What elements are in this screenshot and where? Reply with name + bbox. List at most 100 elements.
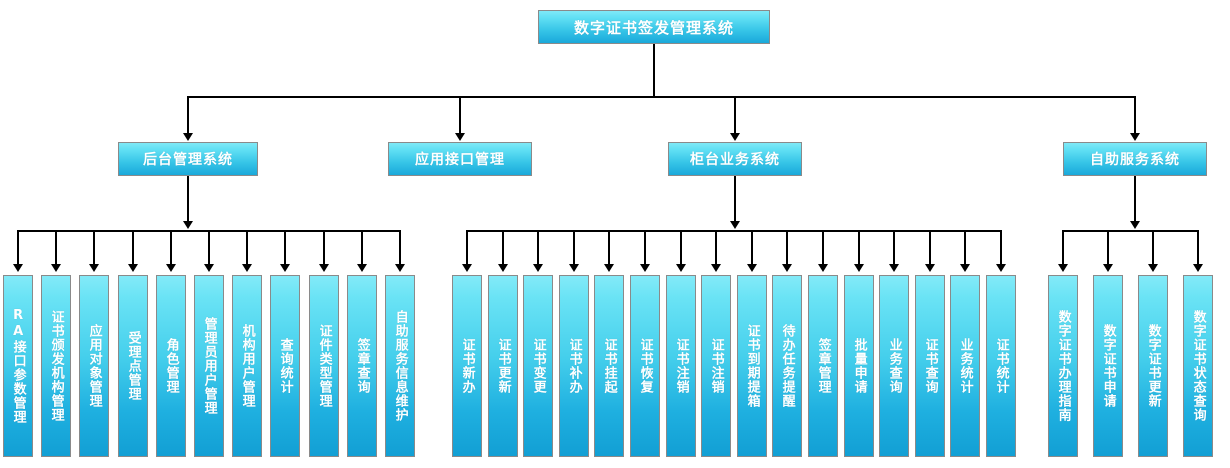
leaf-node-label: 业务查询 <box>886 338 902 394</box>
connector-vertical <box>537 230 539 265</box>
leaf-node-label: 证书补办 <box>566 338 582 394</box>
leaf-node-label: 管理员用户管理 <box>201 317 217 415</box>
leaf-node-label: 待办任务提醒 <box>779 324 795 408</box>
leaf-node: 查询统计 <box>270 275 300 457</box>
leaf-node-label: 证书更新 <box>495 338 511 394</box>
connector-horizontal <box>1062 230 1199 232</box>
connector-arrowhead <box>925 264 935 272</box>
connector-arrowhead <box>183 221 193 229</box>
leaf-node: 证书注销 <box>666 275 696 457</box>
connector-arrowhead <box>747 264 757 272</box>
connector-vertical <box>55 230 57 265</box>
leaf-node-label: 机构用户管理 <box>239 324 255 408</box>
leaf-node-label: 证书颁发机构管理 <box>48 310 64 422</box>
connector-vertical <box>187 176 189 222</box>
leaf-node: 数字证书办理指南 <box>1048 275 1078 457</box>
connector-arrowhead <box>533 264 543 272</box>
branch-node-label: 柜台业务系统 <box>690 152 780 168</box>
connector-vertical <box>573 230 575 265</box>
connector-vertical <box>459 96 461 134</box>
connector-vertical <box>284 230 286 265</box>
connector-vertical <box>132 230 134 265</box>
connector-horizontal <box>187 96 1136 98</box>
connector-arrowhead <box>280 264 290 272</box>
connector-vertical <box>734 176 736 222</box>
connector-arrowhead <box>166 264 176 272</box>
connector-vertical <box>1062 230 1064 265</box>
leaf-node: 证书补办 <box>559 275 589 457</box>
leaf-node: 数字证书状态查询 <box>1183 275 1213 457</box>
leaf-node-label: 证书挂起 <box>601 338 617 394</box>
connector-vertical <box>1000 230 1002 265</box>
connector-vertical <box>323 230 325 265</box>
connector-vertical <box>93 230 95 265</box>
leaf-node-label: 证书到期提箱 <box>744 324 760 408</box>
connector-vertical <box>1197 230 1199 265</box>
leaf-node: 数字证书更新 <box>1138 275 1168 457</box>
leaf-node: 批量申请 <box>844 275 874 457</box>
connector-vertical <box>822 230 824 265</box>
leaf-node: 签章查询 <box>347 275 377 457</box>
leaf-node: 证书注销 <box>701 275 731 457</box>
connector-vertical <box>1152 230 1154 265</box>
leaf-node-label: 证书新办 <box>459 338 475 394</box>
connector-arrowhead <box>889 264 899 272</box>
connector-arrowhead <box>1103 264 1113 272</box>
connector-arrowhead <box>640 264 650 272</box>
leaf-node-label: 查询统计 <box>277 338 293 394</box>
branch-node-selfservice: 自助服务系统 <box>1063 142 1207 176</box>
connector-arrowhead <box>498 264 508 272</box>
leaf-node: 数字证书申请 <box>1093 275 1123 457</box>
connector-vertical <box>929 230 931 265</box>
connector-arrowhead <box>204 264 214 272</box>
leaf-node: 业务查询 <box>879 275 909 457</box>
leaf-node-label: 受理点管理 <box>125 331 141 401</box>
leaf-node: RA接口参数管理 <box>3 275 33 457</box>
root-node: 数字证书签发管理系统 <box>538 10 770 44</box>
connector-arrowhead <box>1193 264 1203 272</box>
leaf-node: 自助服务信息维护 <box>385 275 415 457</box>
leaf-node-label: 角色管理 <box>163 338 179 394</box>
connector-arrowhead <box>319 264 329 272</box>
connector-vertical <box>964 230 966 265</box>
connector-arrowhead <box>782 264 792 272</box>
connector-arrowhead <box>242 264 252 272</box>
leaf-node-label: 签章管理 <box>815 338 831 394</box>
connector-vertical <box>715 230 717 265</box>
leaf-node-label: 证书注销 <box>673 338 689 394</box>
leaf-node: 证书统计 <box>986 275 1016 457</box>
connector-arrowhead <box>89 264 99 272</box>
connector-vertical <box>893 230 895 265</box>
leaf-node: 管理员用户管理 <box>194 275 224 457</box>
connector-vertical <box>17 230 19 265</box>
connector-arrowhead <box>1148 264 1158 272</box>
leaf-node: 证书更新 <box>488 275 518 457</box>
leaf-node-label: 应用对象管理 <box>86 324 102 408</box>
connector-vertical <box>653 44 655 96</box>
connector-arrowhead <box>569 264 579 272</box>
connector-vertical <box>680 230 682 265</box>
branch-node-label: 后台管理系统 <box>143 152 233 168</box>
connector-vertical <box>734 96 736 134</box>
connector-arrowhead <box>818 264 828 272</box>
leaf-node-label: 数字证书更新 <box>1145 324 1161 408</box>
connector-vertical <box>208 230 210 265</box>
leaf-node: 业务统计 <box>950 275 980 457</box>
connector-arrowhead <box>1130 221 1140 229</box>
connector-vertical <box>751 230 753 265</box>
connector-arrowhead <box>1130 133 1140 141</box>
leaf-node-label: 证书恢复 <box>637 338 653 394</box>
branch-node-label: 自助服务系统 <box>1090 152 1180 168</box>
connector-arrowhead <box>455 133 465 141</box>
leaf-node: 受理点管理 <box>118 275 148 457</box>
branch-node-api: 应用接口管理 <box>388 142 532 176</box>
leaf-node-label: 证书注销 <box>708 338 724 394</box>
leaf-node-label: RA接口参数管理 <box>10 308 26 424</box>
leaf-node-label: 业务统计 <box>957 338 973 394</box>
connector-vertical <box>361 230 363 265</box>
connector-vertical <box>187 96 189 134</box>
connector-arrowhead <box>960 264 970 272</box>
connector-arrowhead <box>128 264 138 272</box>
leaf-node: 待办任务提醒 <box>772 275 802 457</box>
connector-vertical <box>170 230 172 265</box>
